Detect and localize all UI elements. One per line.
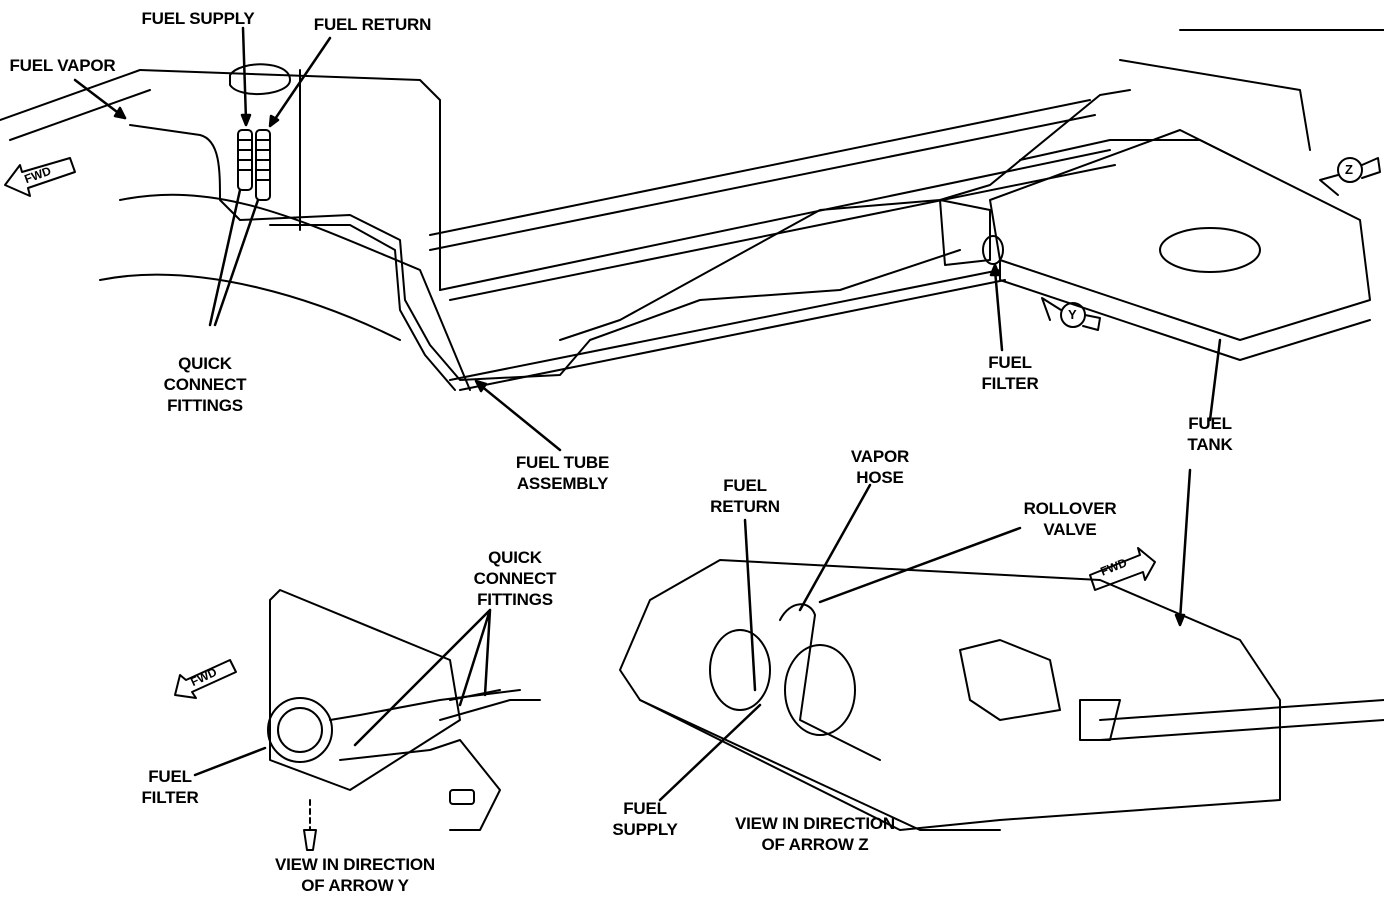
label-fuel-supply-bottom: FUEL SUPPLY [612, 799, 678, 839]
leader-lines-y [193, 608, 492, 777]
label-fuel-supply-top: FUEL SUPPLY [141, 9, 255, 28]
label-vapor-hose: VAPOR HOSE [850, 447, 910, 487]
label-quick-connect-bottom: QUICK CONNECT FITTINGS [473, 548, 557, 609]
label-quick-connect-top: QUICK CONNECT FITTINGS [163, 354, 247, 415]
label-rollover-valve: ROLLOVER VALVE [1023, 499, 1117, 539]
leader-lines-top [73, 26, 1222, 627]
view-y-illustration [267, 589, 541, 851]
fuel-filter-top [939, 199, 1004, 266]
label-fuel-return-top: FUEL RETURN [313, 15, 432, 34]
fuel-tank-top [989, 129, 1371, 361]
label-view-direction-z: VIEW IN DIRECTION OF ARROW Z [735, 814, 895, 854]
view-z-illustration [619, 559, 1384, 831]
fwd-arrows [4, 157, 1156, 699]
label-fuel-return-bottom: FUEL RETURN [710, 476, 780, 516]
label-fuel-tank: FUEL TANK [1187, 414, 1233, 454]
label-fuel-tube-assembly: FUEL TUBE ASSEMBLY [515, 453, 610, 493]
quick-connect-fittings-top [237, 129, 271, 201]
label-fuel-filter-top: FUEL FILTER [981, 353, 1039, 393]
label-fuel-vapor: FUEL VAPOR [9, 56, 116, 75]
direction-arrows [1041, 157, 1381, 331]
leader-lines-z [658, 483, 1022, 802]
label-fuel-filter-bottom: FUEL FILTER [141, 767, 199, 807]
arrow-y-marker: Y [1068, 307, 1077, 322]
frame-rails [0, 29, 1384, 391]
label-view-direction-y: VIEW IN DIRECTION OF ARROW Y [275, 855, 435, 895]
arrow-z-marker: Z [1345, 162, 1353, 177]
